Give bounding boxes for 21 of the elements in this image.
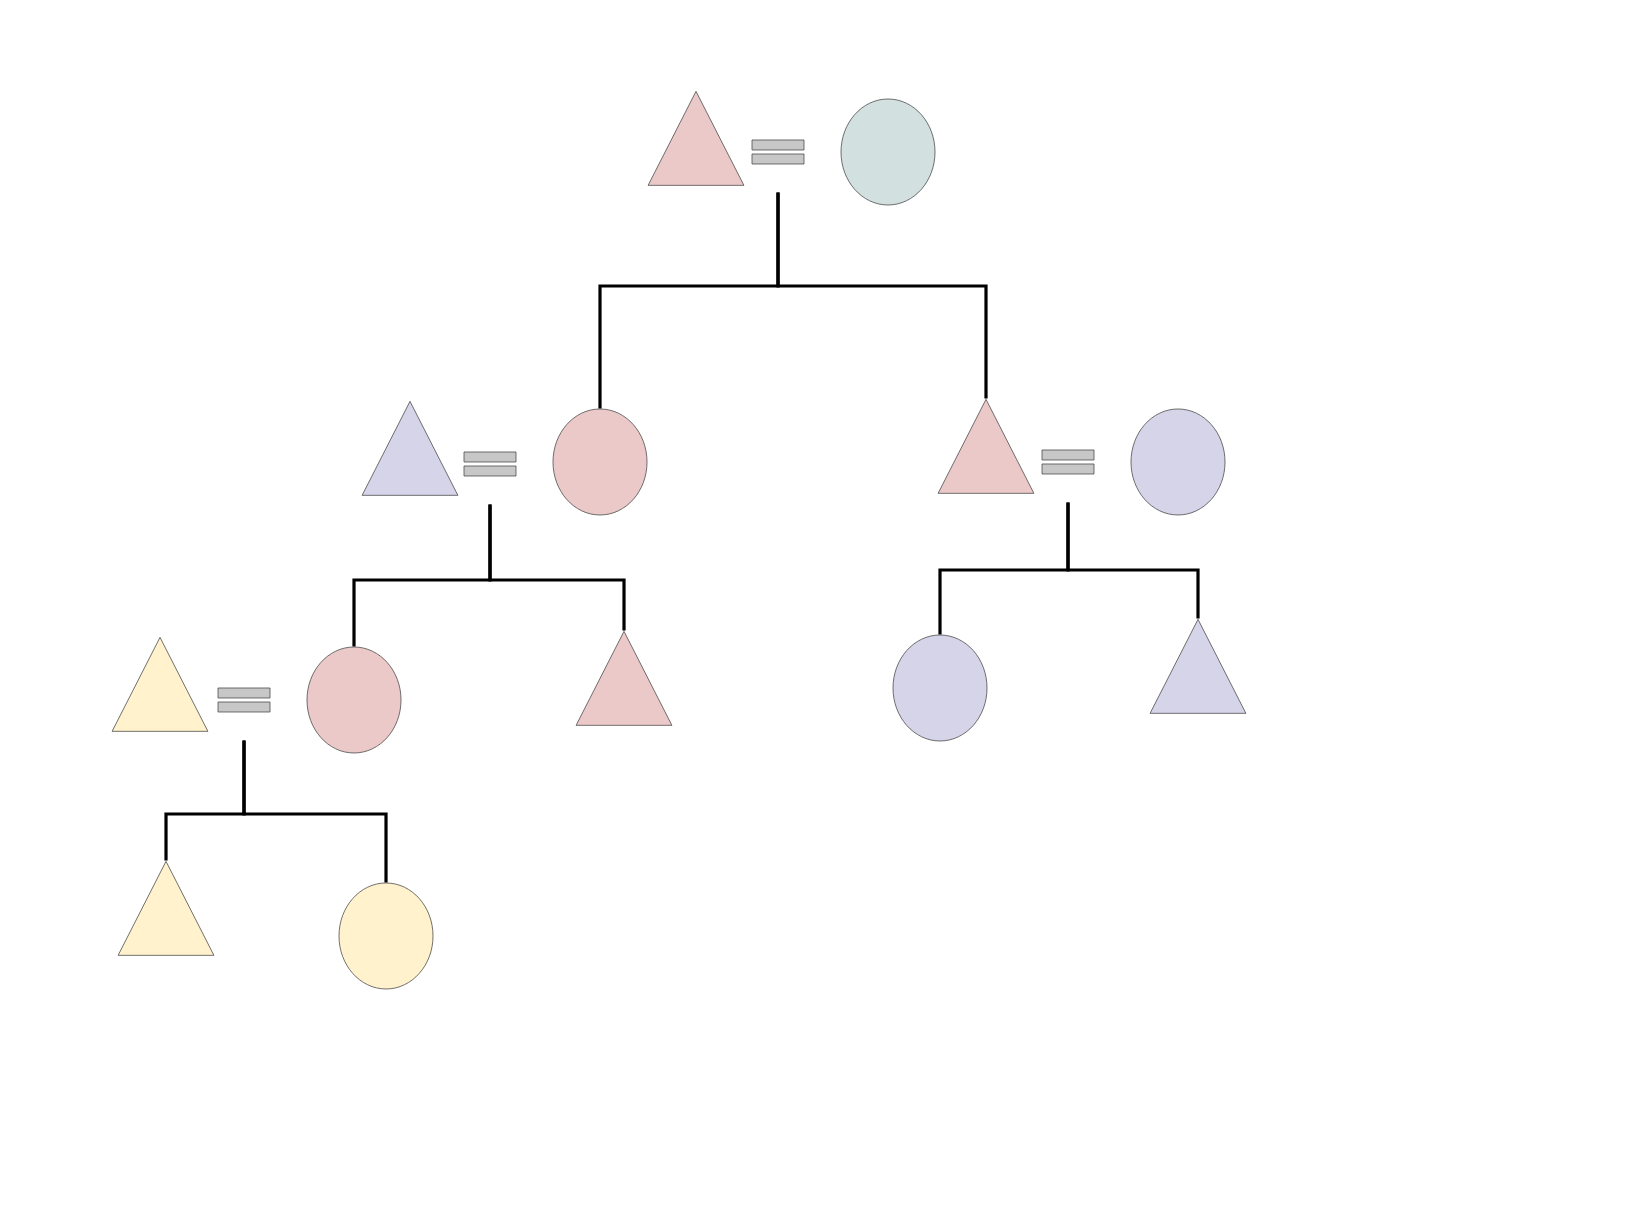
triangle (361, 400, 459, 496)
circle (552, 408, 648, 516)
equals-sign (751, 139, 805, 165)
descent-line (776, 192, 988, 399)
equals-sign (1041, 449, 1095, 475)
descent-line (488, 504, 626, 631)
triangle (575, 630, 673, 726)
descent-line (1066, 502, 1200, 619)
triangle (117, 860, 215, 956)
circle (338, 882, 434, 990)
circle (1130, 408, 1226, 516)
descent-line (242, 740, 388, 883)
triangle (1149, 618, 1247, 714)
circle (306, 646, 402, 754)
circle (892, 634, 988, 742)
circle (840, 98, 936, 206)
triangle (647, 90, 745, 186)
equals-sign (463, 451, 517, 477)
equals-sign (217, 687, 271, 713)
triangle (111, 636, 209, 732)
triangle (937, 398, 1035, 494)
